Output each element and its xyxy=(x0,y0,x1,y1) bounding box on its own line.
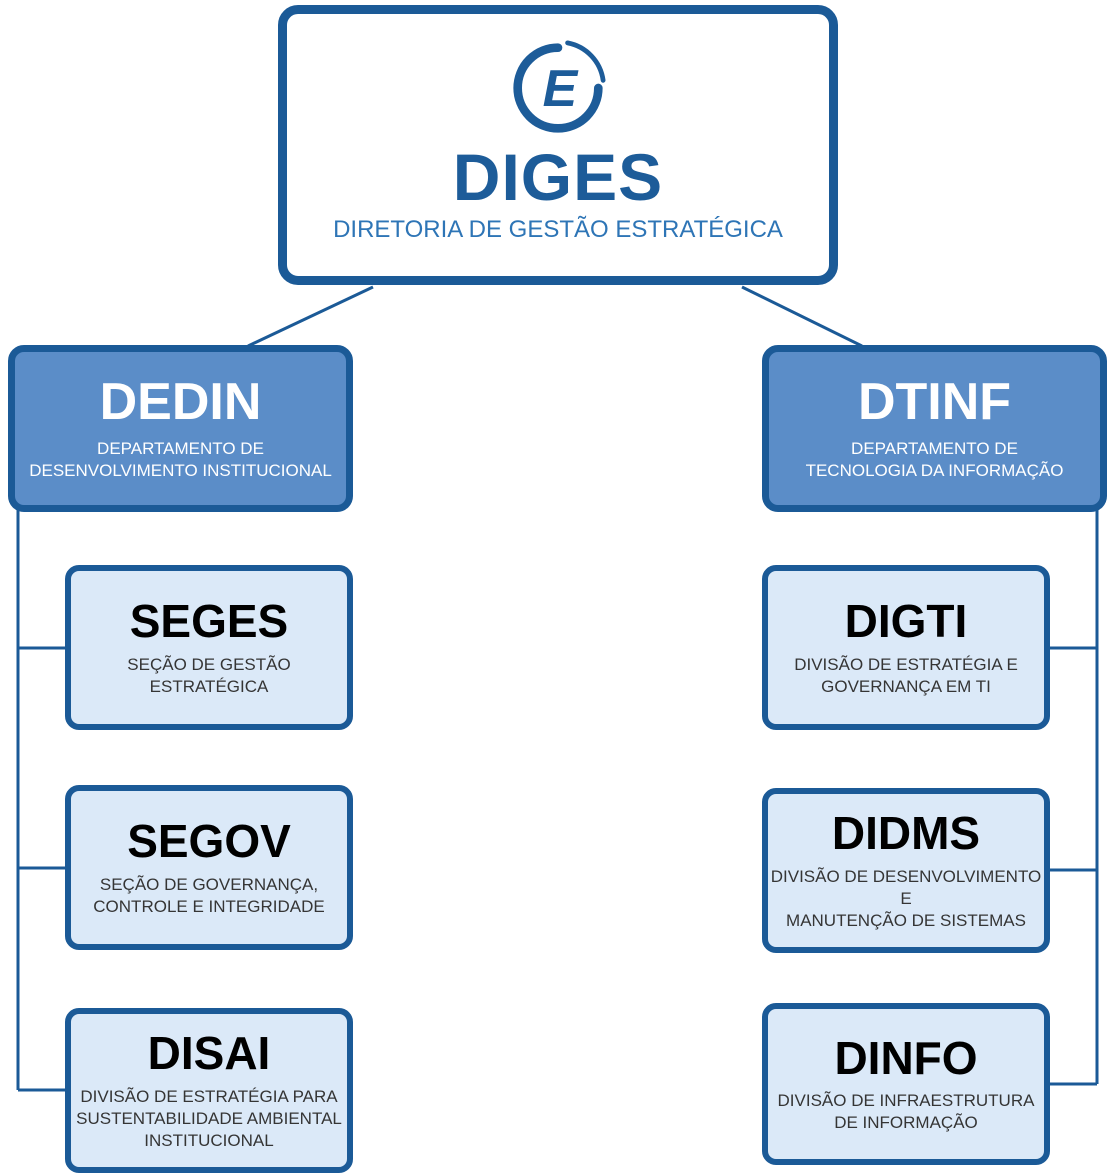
branch-node-dedin: DEDIN DEPARTAMENTO DE DESENVOLVIMENTO IN… xyxy=(8,345,353,512)
unit-node-dinfo: DINFO DIVISÃO DE INFRAESTRUTURA DE INFOR… xyxy=(762,1003,1050,1165)
branch-name: DEPARTAMENTO DE TECNOLOGIA DA INFORMAÇÃO xyxy=(805,439,1064,480)
unit-name: SEÇÃO DE GOVERNANÇA, CONTROLE E INTEGRID… xyxy=(93,874,325,916)
branch-code: DTINF xyxy=(857,373,1012,432)
unit-code: SEGES xyxy=(129,595,289,648)
unit-code: DIGTI xyxy=(844,595,968,648)
unit-code: DISAI xyxy=(147,1027,271,1080)
unit-code: SEGOV xyxy=(127,815,291,868)
branch-code: DEDIN xyxy=(99,373,262,432)
root-code: DIGES xyxy=(452,140,664,214)
unit-name: SEÇÃO DE GESTÃO ESTRATÉGICA xyxy=(127,654,291,696)
unit-node-segov: SEGOV SEÇÃO DE GOVERNANÇA, CONTROLE E IN… xyxy=(65,785,353,950)
svg-text:E: E xyxy=(543,59,579,117)
unit-name: DIVISÃO DE INFRAESTRUTURA DE INFORMAÇÃO xyxy=(777,1091,1035,1133)
connector-root-dedin xyxy=(247,285,374,348)
unit-node-didms: DIDMS DIVISÃO DE DESENVOLVIMENTO E MANUT… xyxy=(762,788,1050,953)
branch-node-dtinf: DTINF DEPARTAMENTO DE TECNOLOGIA DA INFO… xyxy=(762,345,1107,512)
unit-code: DIDMS xyxy=(831,807,981,860)
unit-name: DIVISÃO DE ESTRATÉGIA PARA SUSTENTABILID… xyxy=(76,1086,342,1150)
unit-code: DINFO xyxy=(834,1031,978,1084)
unit-name: DIVISÃO DE ESTRATÉGIA E GOVERNANÇA EM TI xyxy=(794,654,1018,696)
unit-node-seges: SEGES SEÇÃO DE GESTÃO ESTRATÉGICA xyxy=(65,565,353,730)
unit-node-disai: DISAI DIVISÃO DE ESTRATÉGIA PARA SUSTENT… xyxy=(65,1008,353,1173)
unit-node-digti: DIGTI DIVISÃO DE ESTRATÉGIA E GOVERNANÇA… xyxy=(762,565,1050,730)
branch-name: DEPARTAMENTO DE DESENVOLVIMENTO INSTITUC… xyxy=(29,439,332,480)
root-name: DIRETORIA DE GESTÃO ESTRATÉGICA xyxy=(333,216,783,243)
te-emblem-icon: E xyxy=(510,40,606,136)
unit-name: DIVISÃO DE DESENVOLVIMENTO E MANUTENÇÃO … xyxy=(770,866,1042,930)
connector-root-dtinf xyxy=(741,285,863,348)
root-node-diges: E DIGES DIRETORIA DE GESTÃO ESTRATÉGICA xyxy=(278,5,838,285)
